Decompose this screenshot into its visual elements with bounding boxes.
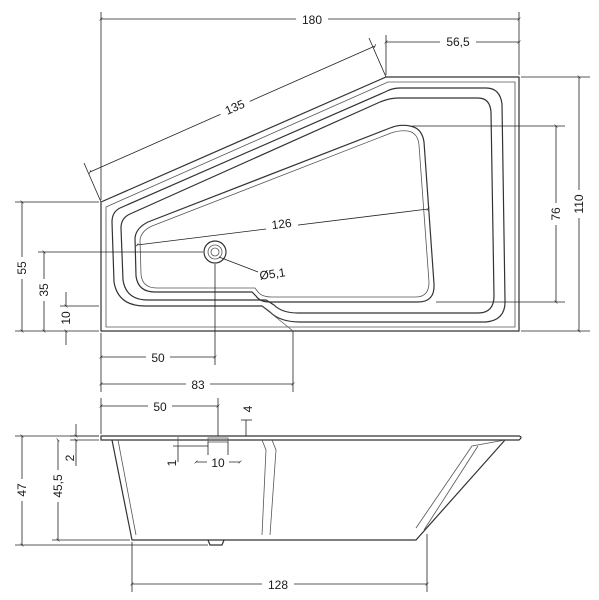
top-view: 180 56,5 135 110: [14, 12, 590, 392]
side-view: 50 4 2 1: [14, 398, 522, 592]
dim-inner-depth-label: 76: [549, 207, 563, 221]
dim-overflow-top-label: 4: [241, 405, 255, 412]
dim-overall-height: 47: [14, 434, 208, 547]
top-view-step: [261, 305, 294, 332]
side-view-inner-wall: [117, 439, 137, 536]
side-view-step-2: [269, 439, 277, 536]
dim-overall-depth: 110: [521, 75, 590, 333]
side-view-overflow: [207, 437, 229, 443]
top-view-floor: [134, 124, 435, 303]
top-view-inner-rim: [105, 81, 516, 328]
dim-drain-y: 35: [36, 250, 203, 333]
dim-slope: 135: [83, 37, 387, 203]
top-view-outer-rim: [100, 76, 520, 332]
dim-inner-length: 126: [135, 207, 430, 247]
side-view-step: [261, 439, 267, 536]
side-view-slope-inner: [415, 439, 506, 529]
dim-step-x: 83: [99, 331, 295, 392]
drain-outer: [203, 240, 227, 264]
dim-bottom-length: 128: [130, 534, 429, 592]
dim-small-offset: 1: [165, 445, 208, 466]
dim-overflow-width-label: 10: [211, 456, 225, 470]
top-view-basin-inner: [120, 97, 495, 314]
dim-inner-height: 45,5: [50, 438, 130, 542]
dim-bottom-offset-label: 10: [59, 311, 73, 325]
dim-inner-depth: 76: [412, 124, 565, 304]
side-view-body: [111, 439, 506, 541]
dim-drain-diameter-label: Ø5,1: [259, 265, 287, 283]
dim-drain-x-label: 50: [151, 351, 165, 365]
side-view-drain: [207, 539, 225, 546]
dim-drain-x: 50: [99, 264, 217, 392]
dim-bottom-length-label: 128: [268, 578, 288, 592]
side-view-slope-edge: [423, 445, 479, 531]
dim-left-height-label: 55: [15, 261, 29, 275]
drain-mid: [207, 244, 223, 260]
dim-short-side-label: 56,5: [446, 35, 470, 49]
dim-rim: 2: [63, 424, 99, 466]
dim-inner-length-label: 126: [271, 216, 293, 232]
dim-inner-height-label: 45,5: [51, 474, 65, 498]
dim-left-height: 55: [14, 200, 99, 333]
top-view-basin-outer: [111, 87, 506, 323]
dim-overflow-width: 10: [194, 442, 242, 470]
dim-rim-label: 2: [63, 454, 77, 461]
dim-side-drain-x-label: 50: [153, 400, 167, 414]
dim-overall-height-label: 47: [15, 483, 29, 497]
dim-overall-width-label: 180: [302, 13, 322, 27]
dim-overflow-top: 4: [241, 405, 255, 436]
dim-side-drain-x: 50: [99, 398, 220, 436]
dim-step-x-label: 83: [191, 378, 205, 392]
dim-bottom-offset: 10: [59, 292, 99, 345]
dim-overall-depth-label: 110: [572, 194, 586, 213]
top-view-floor-inner: [139, 130, 430, 298]
dim-small-offset-label: 1: [165, 459, 179, 466]
dim-short-side: 56,5: [384, 34, 521, 75]
drain-inner: [210, 247, 220, 257]
side-view-rim: [100, 435, 522, 441]
dim-drain-diameter: Ø5,1: [218, 256, 287, 283]
dim-drain-y-label: 35: [37, 283, 51, 297]
